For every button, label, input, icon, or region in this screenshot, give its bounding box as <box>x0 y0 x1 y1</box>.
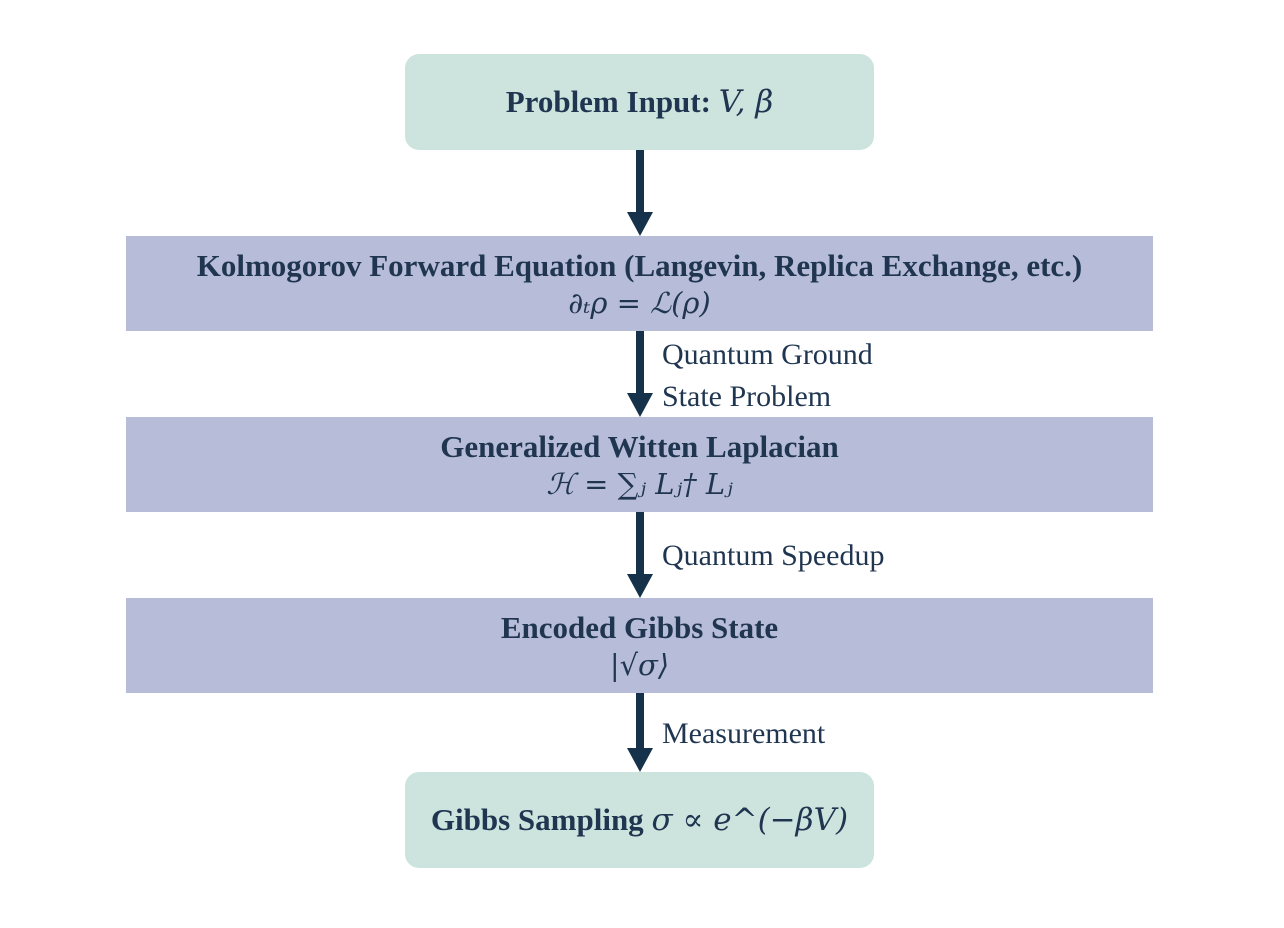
node-gibbs-sampling: Gibbs Sampling σ ∝ e^(−βV) <box>405 772 874 868</box>
arrow-gibbs-state-to-sampling <box>627 693 653 772</box>
node-gibbs-state-title: Encoded Gibbs State <box>500 609 779 645</box>
node-problem-input-text: Problem Input: V, β <box>506 83 774 121</box>
node-gibbs-state-math: |√σ⟩ <box>609 647 670 682</box>
node-gibbs-sampling-title: Gibbs Sampling <box>430 802 644 837</box>
node-witten-laplacian: Generalized Witten Laplacian ℋ = ∑ⱼ Lⱼ† … <box>126 417 1153 512</box>
edge-label-ground-state-line1: Quantum Ground <box>662 338 873 371</box>
edge-label-measurement: Measurement <box>662 713 825 755</box>
arrow-input-to-kolmogorov <box>627 150 653 236</box>
node-encoded-gibbs-state: Encoded Gibbs State |√σ⟩ <box>126 598 1153 693</box>
edge-label-quantum-speedup-text: Quantum Speedup <box>662 539 885 572</box>
node-problem-input-math: V, β <box>718 84 774 120</box>
node-witten-title: Generalized Witten Laplacian <box>440 428 839 464</box>
node-problem-input: Problem Input: V, β <box>405 54 874 150</box>
node-witten-math: ℋ = ∑ⱼ Lⱼ† Lⱼ <box>546 466 733 501</box>
edge-label-quantum-speedup: Quantum Speedup <box>662 535 884 577</box>
arrow-kolmogorov-to-witten <box>627 331 653 417</box>
node-gibbs-sampling-text: Gibbs Sampling σ ∝ e^(−βV) <box>431 801 848 839</box>
edge-label-ground-state-line2: State Problem <box>662 380 832 413</box>
edge-label-measurement-text: Measurement <box>662 717 826 750</box>
node-gibbs-sampling-math: σ ∝ e^(−βV) <box>651 802 849 838</box>
node-kolmogorov-title: Kolmogorov Forward Equation (Langevin, R… <box>196 247 1083 283</box>
node-kolmogorov: Kolmogorov Forward Equation (Langevin, R… <box>126 236 1153 331</box>
arrow-witten-to-gibbs-state <box>627 512 653 598</box>
edge-label-ground-state: Quantum Ground State Problem <box>662 334 873 418</box>
node-kolmogorov-math: ∂ₜρ = ℒ(ρ) <box>568 285 711 320</box>
node-problem-input-title: Problem Input: <box>505 84 711 119</box>
